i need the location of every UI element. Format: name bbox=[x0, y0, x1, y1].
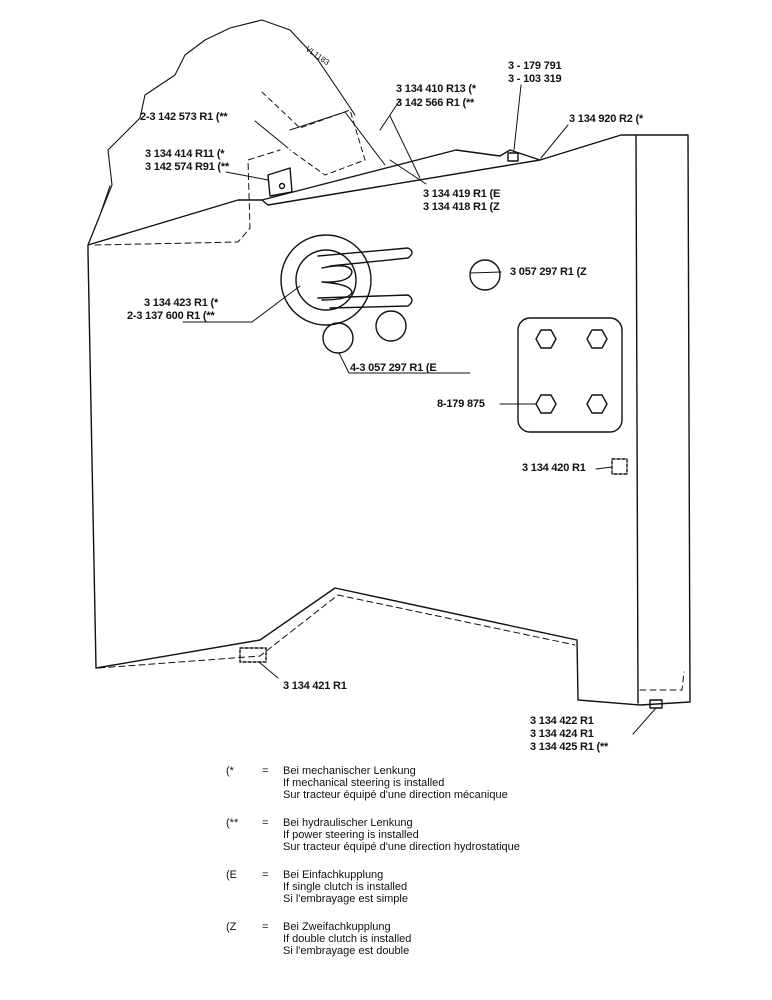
part-label: 3 134 420 R1 bbox=[522, 462, 586, 474]
part-label: 3 134 421 R1 bbox=[283, 680, 347, 692]
legend-german: Bei Zweifachkupplung bbox=[283, 921, 391, 933]
leader bbox=[225, 171, 269, 181]
part-label: 3 134 423 R1 (* bbox=[144, 297, 219, 309]
bolt-4 bbox=[586, 394, 608, 414]
legend-english: If single clutch is installed bbox=[283, 881, 408, 893]
break-line-2 bbox=[87, 185, 111, 246]
housing-ridge bbox=[261, 159, 541, 206]
part-label: 3 - 179 791 bbox=[508, 60, 562, 72]
legend-equals: = bbox=[262, 817, 269, 829]
plug-e1 bbox=[322, 322, 354, 354]
bracket-left bbox=[267, 167, 293, 197]
legend-german: Bei hydraulischer Lenkung bbox=[283, 817, 413, 829]
bracket-bolt bbox=[278, 182, 286, 190]
column-guard bbox=[261, 91, 366, 176]
leader bbox=[379, 99, 401, 131]
legend-french: Si l'embrayage est simple bbox=[283, 893, 408, 905]
hidden-line bbox=[94, 149, 281, 246]
part-label: 3 142 574 R91 (** bbox=[145, 161, 230, 173]
legend-equals: = bbox=[262, 869, 269, 881]
part-label: 2-3 137 600 R1 (** bbox=[127, 310, 215, 322]
leader bbox=[258, 661, 279, 679]
leader bbox=[513, 84, 522, 151]
leader bbox=[595, 466, 613, 470]
part-label: 4-3 057 297 R1 (E bbox=[350, 362, 437, 374]
legend-key: (Z bbox=[226, 921, 237, 933]
part-label: 3 134 418 R1 (Z bbox=[423, 201, 500, 213]
legend-english: If mechanical steering is installed bbox=[283, 777, 445, 789]
pipe-upper bbox=[317, 247, 413, 267]
legend-french: Sur tracteur équipé d'une direction hydr… bbox=[283, 841, 520, 853]
hidden-line-2 bbox=[98, 594, 576, 669]
legend-french: Sur tracteur équipé d'une direction méca… bbox=[283, 789, 508, 801]
legend-key: (** bbox=[226, 817, 239, 829]
part-label: 3 134 422 R1 bbox=[530, 715, 594, 727]
leader bbox=[540, 124, 569, 159]
part-label: 3 134 410 R13 (* bbox=[396, 83, 476, 95]
legend-equals: = bbox=[262, 921, 269, 933]
legend-english: If power steering is installed bbox=[283, 829, 419, 841]
plug-z bbox=[469, 259, 501, 291]
leader bbox=[632, 707, 657, 735]
legend-german: Bei Einfachkupplung bbox=[283, 869, 384, 881]
part-label: 3 057 297 R1 (Z bbox=[510, 266, 587, 278]
part-label: 3 134 424 R1 bbox=[530, 728, 594, 740]
bolt-plate bbox=[517, 317, 623, 433]
hidden-line-3 bbox=[639, 671, 685, 691]
leader bbox=[389, 159, 427, 185]
legend-key: (E bbox=[226, 869, 237, 881]
pipe-flange-inner bbox=[295, 249, 357, 311]
part-label: 3 134 414 R11 (* bbox=[145, 148, 225, 160]
legend-german: Bei mechanischer Lenkung bbox=[283, 765, 416, 777]
part-label: 3 142 566 R1 (** bbox=[396, 97, 475, 109]
housing-outline bbox=[87, 134, 691, 706]
part-3134421 bbox=[239, 647, 267, 663]
plug-e2 bbox=[375, 310, 407, 342]
bolt-3 bbox=[535, 394, 557, 414]
part-label: 3 134 920 R2 (* bbox=[569, 113, 644, 125]
column-guard-2 bbox=[289, 111, 386, 166]
side-panel-edge bbox=[635, 135, 639, 704]
pipe-lower bbox=[317, 294, 413, 309]
leader bbox=[254, 120, 289, 149]
pipe-coil bbox=[321, 265, 353, 301]
bolt-top bbox=[507, 152, 519, 162]
bolt-1 bbox=[535, 329, 557, 349]
pipe-flange-outer bbox=[280, 234, 372, 326]
part-label: 3 134 425 R1 (** bbox=[530, 741, 609, 753]
legend-english: If double clutch is installed bbox=[283, 933, 412, 945]
part-label: 3 134 419 R1 (E bbox=[423, 188, 501, 200]
break-line bbox=[87, 19, 356, 246]
leader bbox=[469, 271, 502, 274]
part-label: 3 - 103 319 bbox=[508, 73, 562, 85]
legend-key: (* bbox=[226, 765, 234, 777]
part-label: 8-179 875 bbox=[437, 398, 485, 410]
part-label: 2-3 142 573 R1 (** bbox=[140, 111, 228, 123]
leader bbox=[389, 115, 421, 179]
legend-french: Si l'embrayage est double bbox=[283, 945, 410, 957]
part-3134420 bbox=[611, 458, 628, 475]
bolt-2 bbox=[586, 329, 608, 349]
legend-equals: = bbox=[262, 765, 269, 777]
leader bbox=[338, 352, 350, 374]
drawing-stamp: VL1183 bbox=[304, 44, 332, 67]
leader bbox=[251, 285, 301, 323]
